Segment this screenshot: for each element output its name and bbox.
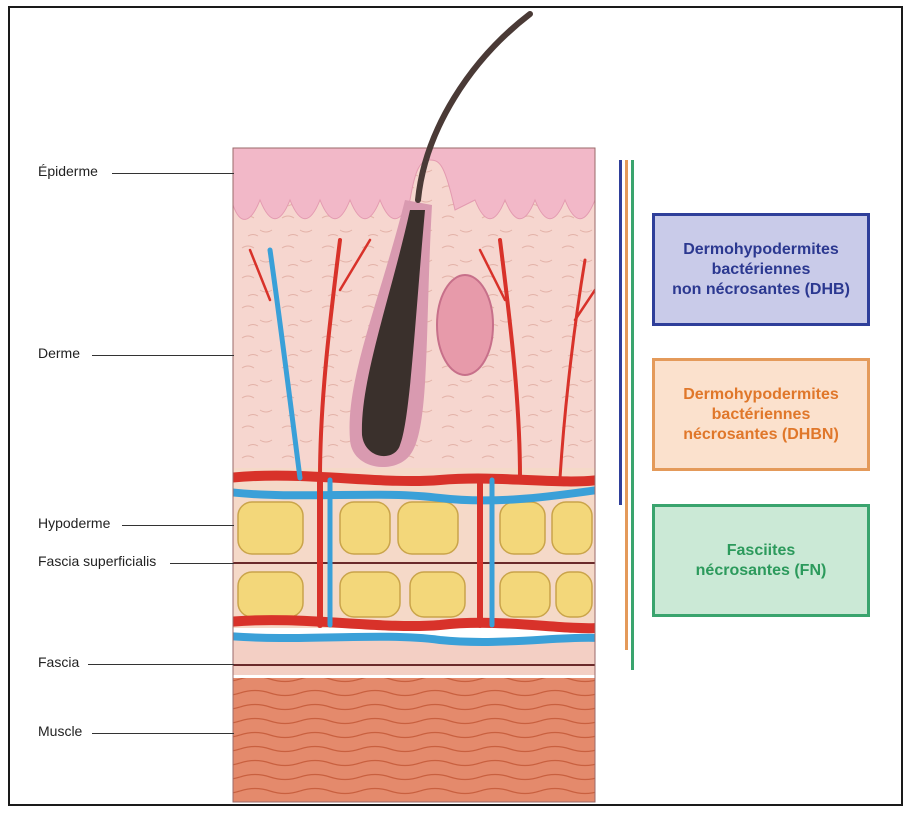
category-fn-text: Fasciites nécrosantes (FN) xyxy=(696,541,827,581)
fascia-band xyxy=(233,640,595,675)
category-box-dhbn: Dermohypodermites bactériennes nécrosant… xyxy=(652,358,870,471)
label-fascia: Fascia xyxy=(38,654,79,670)
leader-derme xyxy=(92,355,234,356)
leader-fascia xyxy=(88,664,234,665)
category-dhbn-text: Dermohypodermites bactériennes nécrosant… xyxy=(683,385,839,445)
extent-bar-dhbn xyxy=(625,160,628,650)
extent-bar-fn xyxy=(631,160,634,670)
leader-muscle xyxy=(92,733,234,734)
label-epiderme: Épiderme xyxy=(38,163,98,179)
label-hypoderme: Hypoderme xyxy=(38,515,110,531)
label-derme: Derme xyxy=(38,345,80,361)
extent-bar-dhb xyxy=(619,160,622,505)
leader-fascia-superficialis xyxy=(170,563,234,564)
label-fascia-superficialis: Fascia superficialis xyxy=(38,553,156,569)
muscle-layer xyxy=(233,678,595,802)
label-muscle: Muscle xyxy=(38,723,82,739)
category-dhb-text: Dermohypodermites bactériennes non nécro… xyxy=(672,240,850,300)
leader-epiderme xyxy=(112,173,234,174)
category-box-fn: Fasciites nécrosantes (FN) xyxy=(652,504,870,617)
sebaceous-gland xyxy=(437,275,493,375)
leader-hypoderme xyxy=(122,525,234,526)
category-box-dhb: Dermohypodermites bactériennes non nécro… xyxy=(652,213,870,326)
